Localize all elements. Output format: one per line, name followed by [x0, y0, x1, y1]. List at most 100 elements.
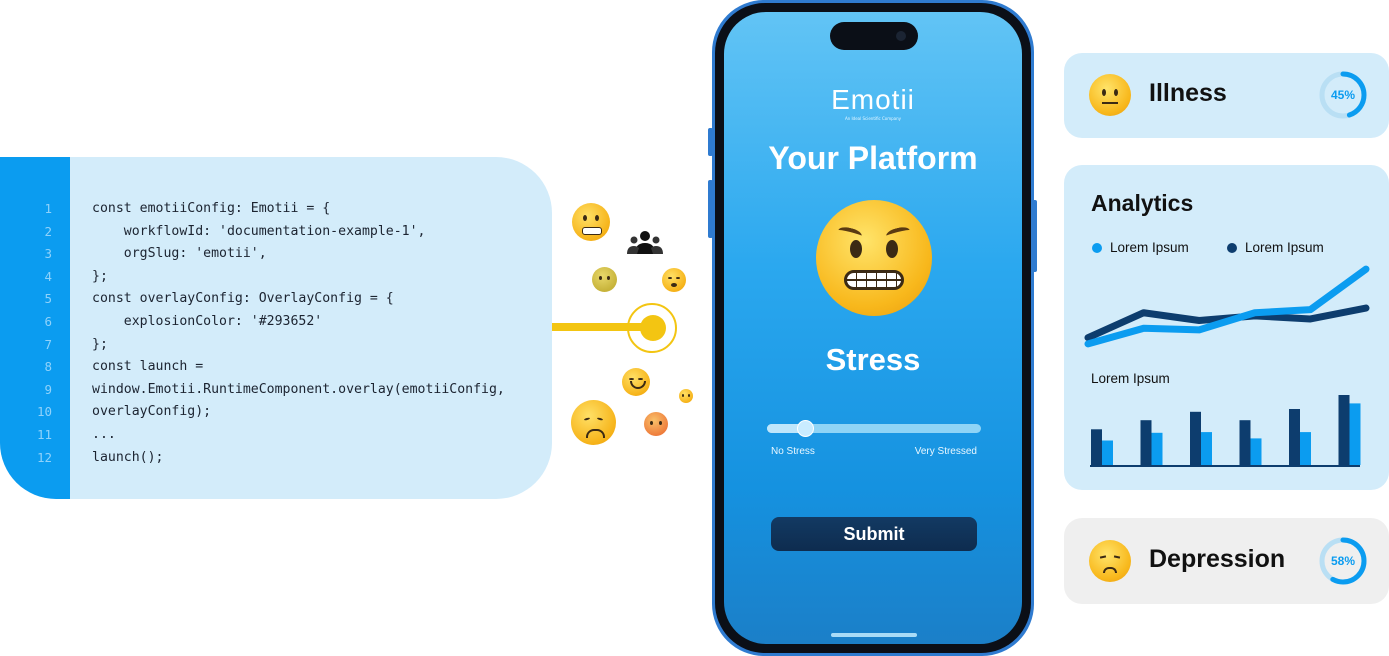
illness-label: Illness — [1149, 79, 1227, 107]
camera-icon — [896, 31, 906, 41]
phone-bezel: Emotii An Ideal Scientific Company Your … — [715, 3, 1031, 653]
bar-series-1 — [1250, 438, 1262, 465]
code-line: 4}; — [0, 266, 552, 289]
bar-baseline — [1090, 465, 1360, 467]
slider-fill — [767, 424, 806, 433]
bar-series-1 — [1102, 440, 1113, 465]
legend-label: Lorem Ipsum — [1110, 240, 1189, 255]
code-snippet-panel: 1 const emotiiConfig: Emotii = { 2 workflo… — [0, 157, 552, 499]
code-text: ... — [92, 426, 116, 442]
analytics-card: Analytics Lorem Ipsum Lorem Ipsum Lorem … — [1064, 165, 1389, 490]
line-number: 8 — [44, 359, 52, 375]
brand-tagline: An Ideal Scientific Company — [844, 116, 902, 121]
grimacing-worried-emoji-icon — [816, 200, 932, 316]
legend-label: Lorem Ipsum — [1245, 240, 1324, 255]
code-line: 1 const emotiiConfig: Emotii = { — [0, 198, 552, 221]
code-line: 12 launch(); — [0, 447, 552, 470]
bar-series-1 — [1300, 432, 1311, 465]
illness-progress-ring: 45% — [1319, 71, 1367, 119]
slider-max-label: Very Stressed — [914, 446, 977, 457]
code-text: const emotiiConfig: Emotii = { — [92, 201, 331, 216]
bar-series-2 — [1289, 409, 1300, 465]
code-text: orgSlug: 'emotii', — [92, 246, 267, 262]
line-number: 5 — [44, 291, 52, 307]
phone-mockup: Emotii An Ideal Scientific Company Your … — [712, 0, 1034, 656]
home-indicator — [831, 633, 917, 637]
phone-screen: Emotii An Ideal Scientific Company Your … — [724, 12, 1022, 644]
bar-series-2 — [1338, 395, 1350, 465]
line-series-1 — [1084, 265, 1370, 348]
slider-thumb[interactable] — [797, 420, 815, 437]
depression-progress-ring: 58% — [1319, 537, 1367, 585]
bar-series-2 — [1091, 429, 1102, 465]
analytics-title: Analytics — [1091, 190, 1194, 216]
angry-emoji-icon — [644, 412, 668, 436]
grimace-emoji-icon — [572, 203, 610, 241]
code-text: const overlayConfig: OverlayConfig = { — [92, 291, 394, 307]
line-number: 9 — [44, 381, 52, 397]
brand-logo: Emotii — [831, 84, 915, 115]
bar-series-2 — [1140, 420, 1152, 465]
submit-button[interactable]: Submit — [771, 517, 977, 551]
phone-side-button — [1032, 200, 1037, 272]
code-line: 9 window.Emotii.RuntimeComponent.overlay(… — [0, 379, 552, 402]
bar-series-1 — [1201, 432, 1212, 465]
connector-line — [552, 323, 654, 331]
tired-emoji-icon — [662, 268, 686, 292]
illness-card: Illness 45% — [1064, 53, 1389, 138]
code-text: const launch = — [92, 359, 204, 375]
code-text: overlayConfig); — [92, 404, 212, 420]
code-lines: 1 const emotiiConfig: Emotii = { 2 workflo… — [0, 198, 552, 469]
line-number: 11 — [36, 426, 52, 442]
code-text: explosionColor: '#293652' — [92, 313, 323, 329]
legend-item: Lorem Ipsum — [1092, 240, 1189, 255]
bar-series-1 — [1151, 432, 1163, 465]
line-number: 12 — [36, 449, 52, 465]
stress-slider[interactable] — [767, 420, 981, 437]
platform-title: Your Platform — [768, 140, 978, 176]
sick-emoji-icon — [592, 267, 617, 292]
neutral-small-emoji-icon — [679, 389, 693, 403]
bar-series-1 — [1349, 403, 1361, 465]
smiling-emoji-icon — [622, 368, 650, 396]
code-line: 3 orgSlug: 'emotii', — [0, 243, 552, 266]
bar-chart — [1090, 395, 1361, 467]
code-line: 10 overlayConfig); — [0, 401, 552, 424]
line-number: 10 — [36, 404, 52, 420]
depression-label: Depression — [1149, 545, 1286, 573]
line-number-gutter — [0, 157, 70, 499]
line-chart — [1084, 265, 1370, 348]
legend-item: Lorem Ipsum — [1227, 240, 1324, 255]
code-text: launch(); — [92, 449, 164, 465]
analytics-subtitle: Lorem Ipsum — [1091, 371, 1170, 386]
code-line: 2 workflowId: 'documentation-example-1', — [0, 221, 552, 244]
bar-series-2 — [1190, 411, 1201, 465]
depression-card: Depression 58% — [1064, 518, 1389, 604]
phone-side-button — [708, 180, 713, 238]
code-line: 7}; — [0, 334, 552, 357]
connector-node — [640, 315, 666, 341]
line-number: 7 — [44, 336, 52, 352]
depression-percent: 58% — [1330, 554, 1356, 568]
neutral-face-emoji-icon — [1089, 74, 1131, 116]
code-text: window.Emotii.RuntimeComponent.overlay(e… — [92, 381, 505, 397]
phone-side-button — [708, 128, 713, 156]
legend-dot — [1227, 243, 1237, 253]
sad-emoji-icon — [571, 400, 616, 445]
bar-series-2 — [1239, 420, 1251, 465]
code-text: }; — [92, 336, 108, 352]
line-number: 3 — [44, 246, 52, 262]
dynamic-island — [830, 22, 918, 50]
disappointed-face-emoji-icon — [1089, 540, 1131, 582]
code-line: 8 const launch = — [0, 356, 552, 379]
line-number: 1 — [44, 201, 52, 216]
legend-dot — [1092, 243, 1102, 253]
group-people-icon — [627, 231, 663, 254]
slider-min-label: No Stress — [771, 446, 815, 457]
code-line: 5 const overlayConfig: OverlayConfig = { — [0, 288, 552, 311]
line-number: 6 — [44, 313, 52, 329]
code-text: }; — [92, 268, 108, 284]
line-number: 4 — [44, 268, 52, 284]
emotion-title: Stress — [825, 342, 921, 377]
code-line: 11... — [0, 424, 552, 447]
